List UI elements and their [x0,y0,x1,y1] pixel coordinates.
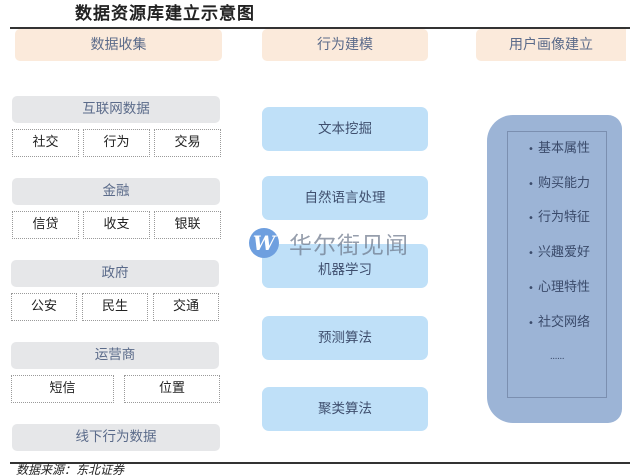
profile-attribute: •购买能力 [508,176,606,193]
profile-attribute: •兴趣爱好 [508,245,606,262]
category-finance: 金融 [12,178,220,205]
category-offline-behavior: 线下行为数据 [12,424,220,451]
source-item: 民生 [82,293,148,321]
source-item: 交易 [154,129,221,157]
source-item: 交通 [153,293,219,321]
model-machine-learning: 机器学习 [262,244,428,288]
profile-attribute: •行为特征 [508,210,606,227]
source-item: 收支 [83,211,150,239]
bullet-icon: • [528,144,534,155]
header-user-profile: 用户画像建立 [476,29,626,61]
model-text-mining: 文本挖掘 [262,107,428,151]
diagram-title: 数据资源库建立示意图 [75,4,255,24]
footer-divider [10,462,630,464]
source-item: 公安 [11,293,77,321]
bullet-icon: • [528,179,534,190]
watermark-text: 华尔街见闻 [289,233,409,259]
bullet-icon: • [528,283,534,294]
bullet-icon: • [528,213,534,224]
data-source-note: 数据来源：东北证券 [16,463,125,476]
source-item: 位置 [124,375,220,403]
model-clustering: 聚类算法 [262,387,428,431]
category-internet: 互联网数据 [12,96,220,123]
category-carrier: 运营商 [11,342,219,369]
title-divider [10,27,630,29]
profile-attribute: •基本属性 [508,141,606,158]
source-item: 信贷 [12,211,79,239]
bullet-icon: • [528,248,534,259]
source-item: 行为 [83,129,150,157]
source-item: 银联 [154,211,221,239]
watermark-logo-icon: W [249,228,279,258]
model-prediction: 预测算法 [262,316,428,360]
profile-attribute-list: •基本属性 •购买能力 •行为特征 •兴趣爱好 •心理特性 •社交网络 ....… [507,131,607,398]
header-data-collection: 数据收集 [15,29,222,61]
watermark: W 华尔街见闻 [249,226,409,260]
source-item: 短信 [11,375,114,403]
header-behavior-modeling: 行为建模 [262,29,428,61]
source-item: 社交 [12,129,79,157]
category-government: 政府 [11,260,219,287]
bullet-icon: • [528,318,534,329]
profile-attribute: •社交网络 [508,315,606,332]
model-nlp: 自然语言处理 [262,176,428,220]
profile-attribute: •心理特性 [508,280,606,297]
user-profile-panel: •基本属性 •购买能力 •行为特征 •兴趣爱好 •心理特性 •社交网络 ....… [487,115,622,423]
profile-more-ellipsis: ...... [549,352,565,362]
model-machine-learning-label: 机器学习 [318,262,372,278]
